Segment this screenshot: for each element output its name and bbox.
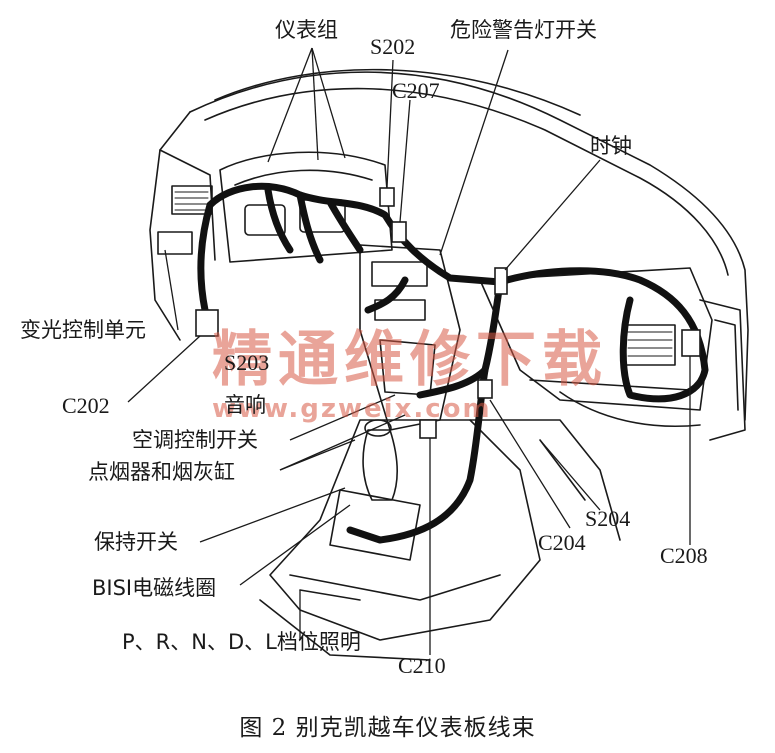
label-cluster: 仪表组 (275, 18, 338, 42)
label-c202: C202 (62, 393, 110, 418)
gear-shifter (362, 429, 398, 501)
label-dimmer-module: 变光控制单元 (20, 318, 146, 342)
label-bisi-coil: BISI电磁线圈 (92, 576, 217, 600)
connector-s202 (379, 187, 395, 207)
leader-s204 (539, 439, 601, 511)
label-audio: 音响 (224, 393, 266, 417)
label-c210: C210 (398, 653, 446, 678)
figure-caption: 图 2 别克凯越车仪表板线束 (239, 715, 536, 741)
watermark-url: www.gzweix.com (212, 394, 492, 424)
label-hvac-switch: 空调控制开关 (132, 428, 258, 452)
glovebox (479, 267, 713, 411)
label-s202: S202 (370, 34, 416, 59)
dashboard-outline (189, 71, 749, 421)
leader-hvac (289, 394, 396, 441)
label-lighter-ashtray: 点烟器和烟灰缸 (88, 460, 235, 484)
label-s203: S203 (224, 350, 270, 375)
connector-c210 (419, 419, 437, 439)
leader-dimmer (164, 249, 179, 331)
leader-cluster-1 (267, 47, 313, 163)
leader-clock (504, 159, 601, 271)
connector-c207 (391, 221, 407, 243)
label-clock: 时钟 (590, 134, 632, 158)
leader-cluster-2 (311, 47, 319, 161)
connector-c208 (681, 329, 701, 357)
label-c208: C208 (660, 543, 708, 568)
leader-cluster-3 (311, 47, 346, 159)
leader-c207 (399, 99, 411, 223)
harness-main (206, 182, 709, 403)
connector-c202 (195, 309, 219, 337)
connector-c204 (477, 379, 493, 399)
label-hold-switch: 保持开关 (94, 530, 178, 554)
leader-hold (199, 487, 346, 543)
leader-c202 (127, 335, 201, 403)
leader-bisi (239, 504, 351, 586)
label-s204: S204 (585, 506, 631, 531)
leader-s202 (386, 59, 394, 189)
leader-hazard (439, 49, 509, 256)
center-console (269, 419, 541, 641)
right-vent (624, 324, 676, 366)
label-c204: C204 (538, 530, 586, 555)
watermark-text: 精通维修下载 (212, 325, 608, 395)
label-gear-lighting: P、R、N、D、L档位照明 (122, 630, 361, 654)
leader-lighter-2 (279, 414, 406, 471)
leader-c204 (489, 399, 571, 529)
left-end-panel (149, 111, 191, 341)
label-c207: C207 (392, 78, 440, 103)
label-hazard-switch: 危险警告灯开关 (450, 18, 597, 42)
cluster-housing (219, 151, 393, 263)
